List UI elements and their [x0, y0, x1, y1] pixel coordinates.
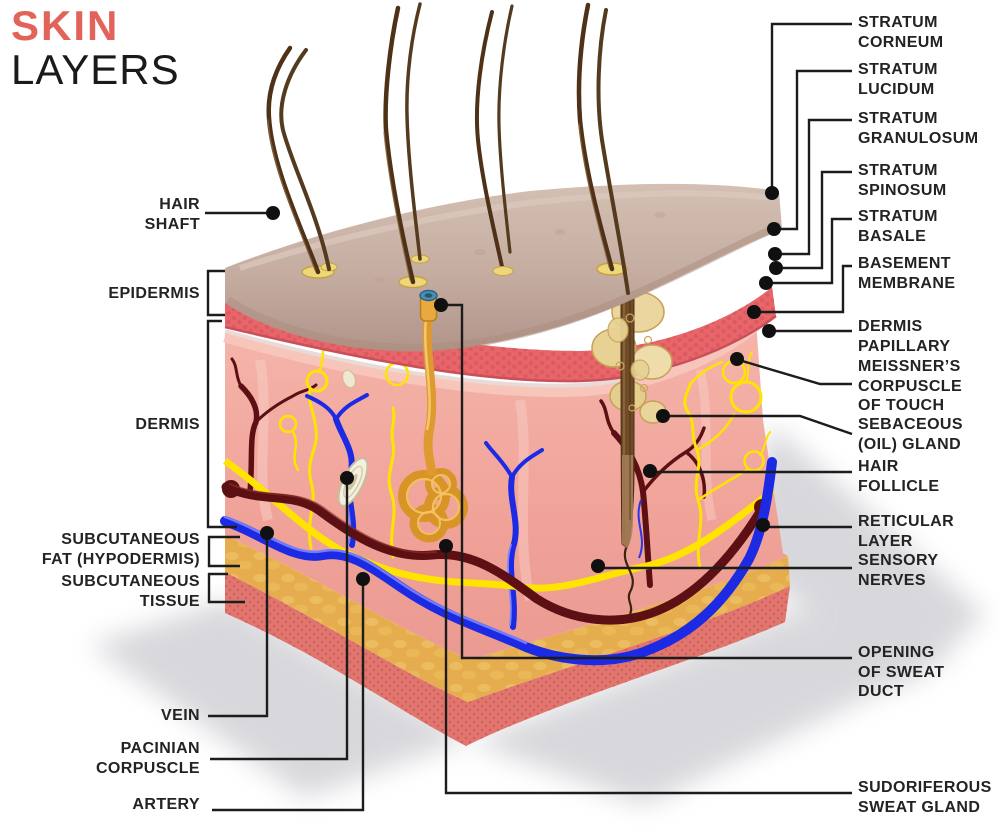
sebaceous-gland-texture — [607, 313, 653, 412]
connector-stratum-corneum — [770, 22, 852, 193]
connector-sebaceous — [665, 414, 853, 436]
connector-dots — [260, 186, 783, 586]
label-hair-shaft: HAIR SHAFT — [144, 196, 200, 233]
label-sensory-nerves: SENSORY NERVES — [858, 552, 939, 589]
label-subcutaneous-tissue: SUBCUTANEOUS TISSUE — [61, 573, 200, 610]
label-stratum-corneum: STRATUM CORNEUM — [858, 14, 944, 51]
label-reticular-layer: RETICULAR LAYER — [858, 513, 955, 550]
label-stratum-basale: STRATUM BASALE — [858, 208, 938, 245]
hair-shafts — [266, 2, 630, 295]
connector-vein — [208, 536, 269, 718]
connector-stratum-basale — [768, 217, 852, 285]
connector-meissner — [738, 358, 852, 386]
skin-block — [220, 2, 790, 746]
hair-follicle-shaft — [620, 295, 643, 615]
label-stratum-spinosum: STRATUM SPINOSUM — [858, 162, 947, 199]
dermis-papillary-band — [223, 318, 762, 397]
label-subcutaneous-fat: SUBCUTANEOUS FAT (HYPODERMIS) — [41, 531, 200, 568]
label-stratum-granulosum: STRATUM GRANULOSUM — [858, 110, 979, 147]
connector-subcutaneous-tissue-bracket — [207, 572, 245, 604]
label-hair-follicle: HAIR FOLLICLE — [858, 458, 940, 495]
title-secondary: LAYERS — [11, 46, 180, 93]
connector-dermis-bracket — [206, 319, 237, 529]
connector-pacinian — [210, 481, 349, 761]
connector-epidermis-bracket — [206, 269, 225, 317]
label-opening-of-sweat-duct: OPENING OF SWEAT DUCT — [858, 644, 945, 700]
label-stratum-lucidum: STRATUM LUCIDUM — [858, 61, 938, 98]
connector-sudoriferous — [444, 549, 852, 795]
label-dermis-papillary: DERMIS PAPILLARY — [858, 318, 951, 355]
label-dermis: DERMIS — [135, 416, 200, 433]
artery-branch-upper-left — [230, 357, 318, 495]
title-primary: SKIN — [11, 2, 120, 49]
label-sebaceous-gland: SEBACEOUS (OIL) GLAND — [858, 416, 963, 453]
connector-opening-sweat-duct — [443, 303, 852, 660]
sweat-duct — [419, 289, 438, 476]
connector-lines — [205, 22, 853, 812]
connector-artery — [212, 582, 365, 812]
label-pacinian-corpuscle: PACINIAN CORPUSCLE — [95, 740, 200, 777]
ground-shadow — [90, 425, 985, 805]
connector-basement-membrane — [756, 264, 852, 314]
connector-stratum-granulosum — [777, 118, 852, 256]
label-meissners-corpuscle: MEISSNER’S CORPUSCLE OF TOUCH — [858, 358, 963, 414]
meissner-corpuscle-body — [342, 369, 356, 389]
connector-stratum-lucidum — [776, 69, 852, 231]
label-sudoriferous-sweat-gland: SUDORIFEROUS SWEAT GLAND — [858, 779, 992, 816]
connector-subcutaneous-fat-bracket — [207, 535, 240, 568]
label-vein: VEIN — [161, 707, 200, 724]
label-epidermis: EPIDERMIS — [108, 285, 200, 302]
label-basement-membrane: BASEMENT MEMBRANE — [858, 255, 956, 292]
connector-stratum-spinosum — [778, 170, 852, 270]
vein-trunk — [220, 457, 777, 666]
subcutaneous-fat-layer — [225, 535, 790, 702]
label-artery: ARTERY — [132, 796, 200, 813]
